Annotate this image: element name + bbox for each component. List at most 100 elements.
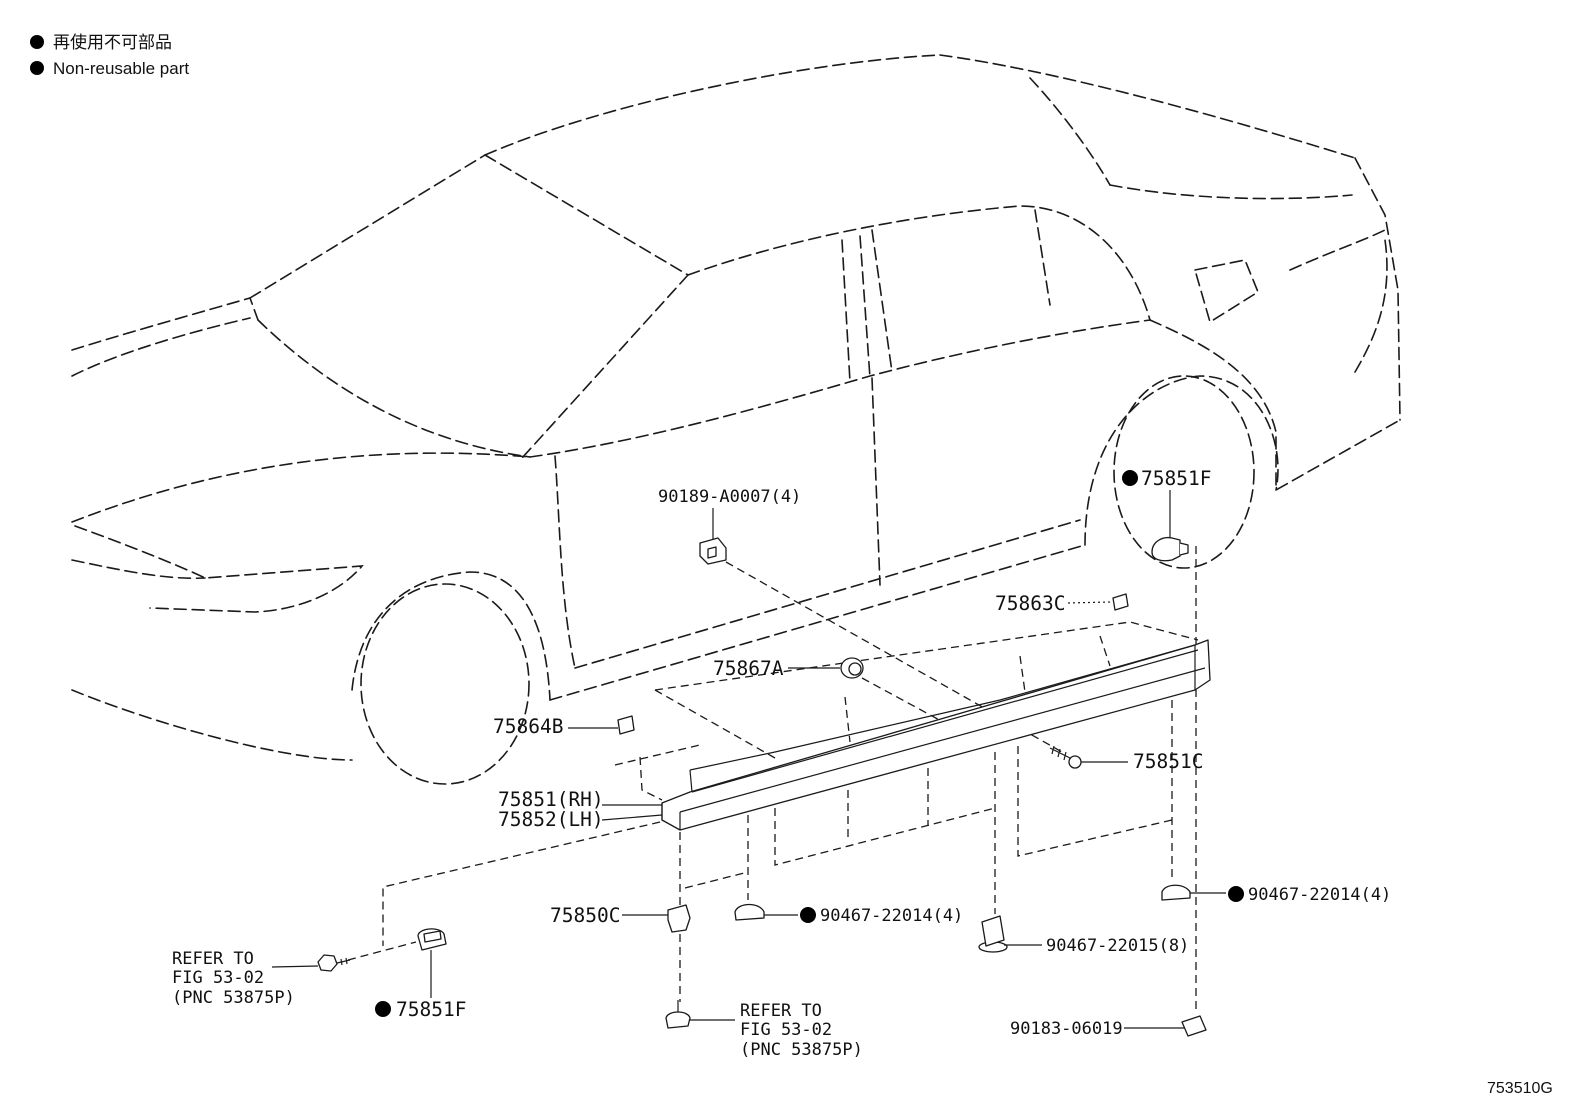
- grid-bottom-step: [774, 807, 996, 866]
- callout-75852-lh: 75852(LH): [498, 808, 604, 831]
- rocker-top-line: [574, 519, 1081, 669]
- headlamp-outline: [74, 525, 364, 613]
- refer-note-line: (PNC 53875P): [172, 988, 295, 1008]
- clip-90467-22014-mid-icon: [734, 903, 765, 921]
- legend-japanese-text: 再使用不可部品: [53, 32, 172, 52]
- b-pillar-rear: [871, 229, 893, 373]
- pad-75864b-icon: [617, 715, 635, 735]
- pad-leader-dotted: [1067, 601, 1111, 604]
- front-lower-line: [71, 689, 353, 761]
- front-end-line: [382, 821, 661, 946]
- front-wheel-arch: [351, 571, 551, 701]
- rear-corner: [1354, 157, 1401, 421]
- rear-glass-edge: [1029, 77, 1111, 186]
- hood-top-line: [71, 297, 259, 351]
- callouts: 90189-A0007(4) 75851F 75863C 75867A 7586…: [375, 467, 1391, 1039]
- non-reusable-marker-icon: [375, 1001, 391, 1017]
- vehicle-outline: [71, 54, 1401, 785]
- refer-note-line: REFER TO: [740, 1001, 822, 1021]
- roof-rear-line: [939, 54, 1356, 159]
- callout-90467-22014-mid: 90467-22014(4): [820, 906, 963, 926]
- roof-front-edge: [484, 154, 689, 276]
- callout-75851c: 75851C: [1133, 750, 1203, 773]
- callout-75851-rh: 75851(RH): [498, 788, 604, 811]
- door-cut-line: [871, 377, 881, 586]
- molding-end-cap: [661, 645, 1196, 830]
- clip-90189-a0007-icon: [699, 537, 727, 565]
- push-rivet-75851f-icon: [1151, 536, 1189, 562]
- callout-90189-a0007: 90189-A0007(4): [658, 487, 801, 507]
- b-pillar-mid: [859, 235, 871, 379]
- pad-75863c-icon: [1112, 593, 1129, 611]
- callout-90467-22015: 90467-22015(8): [1046, 936, 1189, 956]
- molding-body: [661, 639, 1211, 831]
- molding-lower-edge: [679, 667, 1206, 813]
- grid-bottom-link: [684, 871, 749, 889]
- connection-lines: [347, 546, 1199, 1014]
- front-character-line: [71, 452, 531, 523]
- grid-divider: [1019, 655, 1026, 693]
- refer-note-left: REFER TO FIG 53-02 (PNC 53875P): [172, 949, 295, 1008]
- callout-75851f-bottom: 75851F: [396, 998, 466, 1021]
- callout-90183-06019: 90183-06019: [1010, 1019, 1123, 1039]
- grid-divider: [1099, 635, 1111, 667]
- callout-75851f-top: 75851F: [1141, 467, 1211, 490]
- clip-90467-22015-icon: [978, 915, 1008, 953]
- grid-divider: [844, 696, 851, 743]
- non-reusable-marker-icon: [30, 61, 44, 75]
- front-wheel: [360, 583, 530, 785]
- leader-refer-left: [271, 965, 319, 968]
- callout-75864b: 75864B: [493, 715, 563, 738]
- clip-90467-22014-right-icon: [1161, 884, 1191, 901]
- molding-upper-edge: [691, 649, 1199, 793]
- push-rivet-75851f-bottom-icon: [417, 928, 447, 951]
- grid-left-drop: [639, 756, 663, 801]
- nut-90183-06019-icon: [1181, 1015, 1207, 1037]
- bolt-to-clip-line: [347, 941, 417, 961]
- legend-english-text: Non-reusable part: [53, 59, 189, 78]
- grid-left-rail: [614, 744, 701, 766]
- a-pillar-left: [249, 154, 486, 299]
- window-opening: [687, 205, 1151, 321]
- rear-deck-line: [1109, 184, 1353, 200]
- grid-diagonal: [654, 689, 776, 759]
- screw-75851c-icon: [1049, 745, 1082, 769]
- bolt-bottom-icon: [665, 1000, 691, 1029]
- figure-id: 753510G: [1487, 1080, 1553, 1097]
- a-pillar-right: [521, 274, 689, 459]
- bolt-left-icon: [317, 954, 351, 972]
- refer-note-right: REFER TO FIG 53-02 (PNC 53875P): [740, 1001, 863, 1060]
- hood-front-edge: [71, 317, 251, 377]
- tail-lamp-side: [1354, 239, 1388, 373]
- rear-window-divider: [1034, 209, 1051, 306]
- leader-lines: [271, 490, 1226, 1029]
- cowl-line: [257, 319, 531, 458]
- refer-note-line: (PNC 53875P): [740, 1040, 863, 1060]
- callout-75863c: 75863C: [995, 592, 1065, 615]
- rear-wheel: [1113, 375, 1255, 569]
- non-reusable-marker-icon: [1122, 470, 1138, 486]
- b-pillar-front: [841, 239, 851, 383]
- refer-note-line: FIG 53-02: [172, 968, 264, 988]
- non-reusable-marker-icon: [1228, 886, 1244, 902]
- leader-75852-lh: [601, 814, 663, 821]
- refer-note-line: FIG 53-02: [740, 1020, 832, 1040]
- callout-75850c: 75850C: [550, 904, 620, 927]
- grommet-75867a-icon: [840, 657, 864, 679]
- non-reusable-marker-icon: [30, 35, 44, 49]
- fuel-door: [1193, 259, 1259, 324]
- tail-lamp-top: [1289, 229, 1386, 271]
- roof-line: [484, 54, 941, 156]
- clip-75850c-icon: [667, 904, 691, 933]
- belt-line: [529, 319, 1151, 458]
- grid-bottom-step: [1017, 746, 1173, 857]
- callout-75867a: 75867A: [713, 657, 784, 680]
- legend: 再使用不可部品 Non-reusable part: [30, 32, 189, 78]
- refer-note-line: REFER TO: [172, 949, 254, 969]
- callout-90467-22014-right: 90467-22014(4): [1248, 885, 1391, 905]
- rear-wheel-arch: [1084, 375, 1279, 546]
- rear-quarter-line: [1149, 319, 1401, 492]
- molding-lip: [689, 644, 1196, 793]
